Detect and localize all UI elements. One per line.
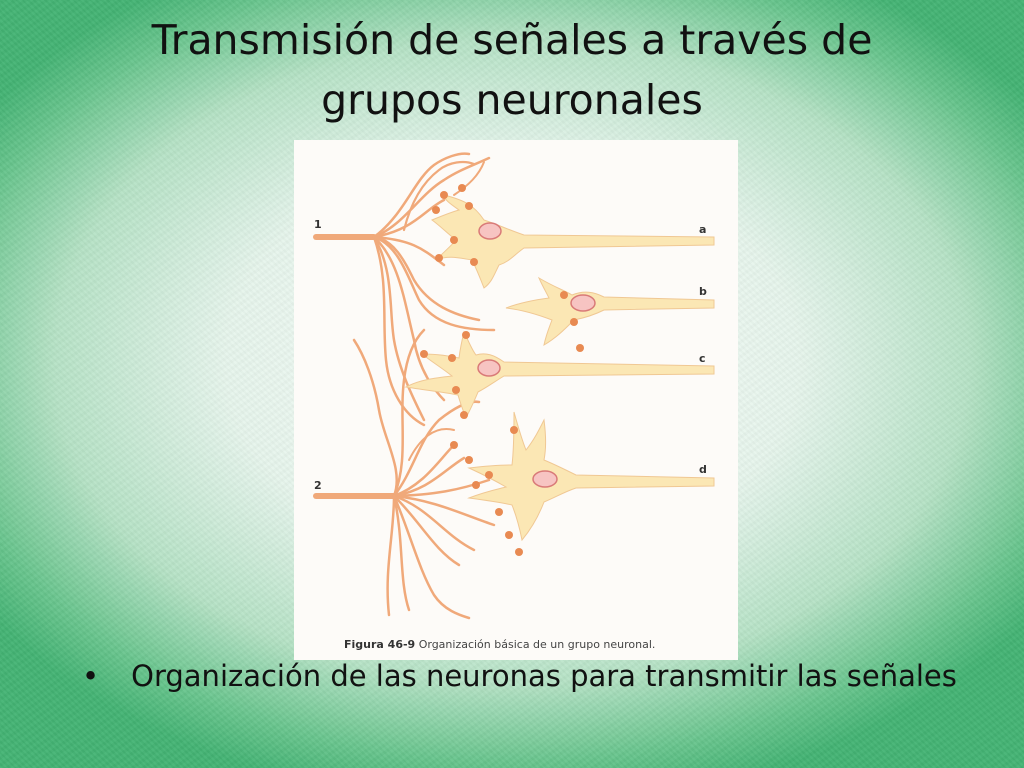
title-line-1: Transmisión de señales a través de (151, 16, 873, 64)
input-fiber-2-label: 2 (314, 479, 322, 492)
bullet-marker: • (82, 659, 100, 693)
output-label-b: b (699, 285, 707, 298)
bullet-text: Organización de las neuronas para transm… (131, 659, 957, 693)
output-label-d: d (699, 463, 707, 476)
nucleus-c (477, 359, 501, 377)
input-fiber-1 (313, 152, 496, 427)
figure-caption-text: Organización básica de un grupo neuronal… (418, 638, 656, 651)
neuronal-pool-diagram: 1 2 a b c d (313, 152, 715, 620)
neuron-d (450, 411, 715, 556)
figure-caption: Figura 46-9 Organización básica de un gr… (344, 638, 655, 651)
input-fiber-2 (313, 328, 496, 620)
output-label-c: c (699, 352, 706, 365)
nucleus-d (532, 470, 558, 488)
neuron-b (505, 276, 715, 352)
input-fiber-1-label: 1 (314, 218, 322, 231)
figure-number: Figura 46-9 (344, 638, 416, 651)
neuron-c (404, 330, 715, 420)
nucleus-a (478, 222, 502, 240)
output-label-a: a (699, 223, 706, 236)
slide-title: Transmisión de señales a través de grupo… (0, 10, 1024, 130)
bullet-item: • Organización de las neuronas para tran… (70, 656, 970, 696)
title-line-2: grupos neuronales (321, 76, 703, 124)
neuron-a (430, 184, 715, 289)
nucleus-b (570, 294, 596, 312)
neuronal-pool-figure: 1 2 a b c d Figura 46-9 Organización bás… (294, 140, 738, 660)
bullet-list: • Organización de las neuronas para tran… (70, 656, 970, 696)
